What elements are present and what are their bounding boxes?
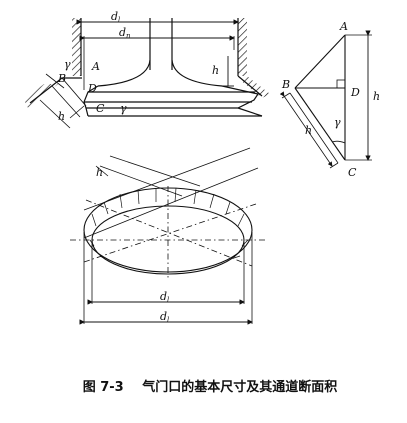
- svg-text:B: B: [57, 72, 66, 85]
- figure-caption: 图 7-3 气门口的基本尺寸及其通道断面积: [60, 376, 360, 395]
- caption-number: 图 7-3: [82, 380, 124, 395]
- valve-section: [24, 18, 270, 129]
- triangle-geometry: [279, 30, 372, 169]
- svg-text:h: h: [305, 124, 312, 137]
- svg-text:dn: dn: [119, 26, 131, 40]
- svg-text:dl: dl: [160, 310, 169, 324]
- svg-text:γ: γ: [120, 102, 127, 115]
- svg-text:h: h: [373, 90, 380, 103]
- svg-text:D: D: [350, 86, 360, 99]
- flow-area-ring: [70, 147, 266, 325]
- ring-labels: h dl dl: [96, 166, 169, 324]
- svg-text:h: h: [58, 110, 65, 123]
- svg-text:A: A: [339, 20, 348, 33]
- svg-text:A: A: [91, 60, 100, 73]
- svg-text:γ: γ: [334, 116, 341, 129]
- svg-text:C: C: [96, 102, 105, 115]
- caption-text: 气门口的基本尺寸及其通道断面积: [142, 380, 338, 395]
- svg-text:dl: dl: [160, 290, 169, 304]
- svg-text:B: B: [281, 78, 290, 91]
- svg-text:C: C: [348, 166, 357, 179]
- svg-text:D: D: [87, 82, 97, 95]
- svg-text:dl: dl: [111, 10, 120, 24]
- svg-text:h: h: [212, 64, 219, 77]
- svg-text:γ: γ: [64, 58, 71, 71]
- svg-text:h: h: [96, 166, 103, 179]
- triangle-labels: A B D h γ C h: [281, 20, 380, 179]
- valve-labels: dl dn h γ A B D C γ h: [57, 10, 219, 123]
